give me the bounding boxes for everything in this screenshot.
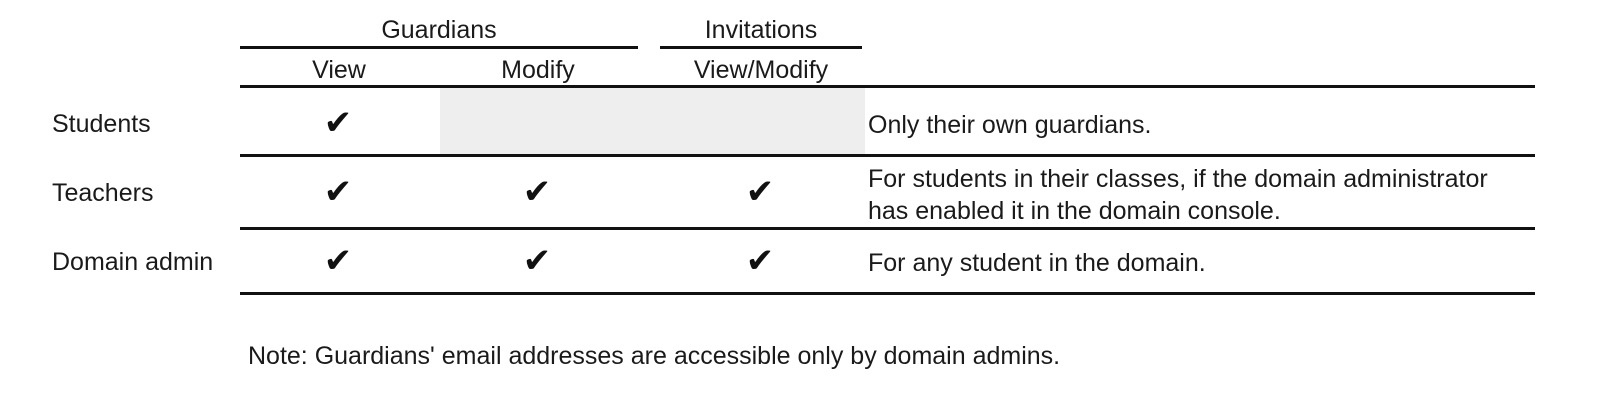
notes-teachers: For students in their classes, if the do… bbox=[868, 165, 1488, 225]
check-domain-admin-guardians-modify: ✔ bbox=[522, 241, 552, 281]
check-teachers-guardians-view: ✔ bbox=[323, 172, 353, 212]
table-footnote: Note: Guardians' email addresses are acc… bbox=[248, 342, 1061, 370]
header-bottom-rule bbox=[240, 85, 1535, 88]
column-header-guardians-view: View bbox=[312, 56, 366, 84]
check-students-guardians-view: ✔ bbox=[323, 103, 353, 143]
check-domain-admin-invitations-view-modify: ✔ bbox=[745, 241, 775, 281]
group-rule-guardians bbox=[240, 46, 638, 49]
check-teachers-guardians-modify: ✔ bbox=[522, 172, 552, 212]
column-group-guardians: Guardians bbox=[381, 16, 497, 44]
permissions-table: Guardians Invitations View Modify View/M… bbox=[52, 16, 1535, 295]
disabled-cell-students bbox=[440, 88, 865, 154]
row-rule-after-teachers bbox=[240, 227, 1535, 230]
row-label-teachers: Teachers bbox=[52, 179, 154, 207]
notes-domain-admin: For any student in the domain. bbox=[868, 249, 1206, 277]
check-teachers-invitations-view-modify: ✔ bbox=[745, 172, 775, 212]
check-domain-admin-guardians-view: ✔ bbox=[323, 241, 353, 281]
notes-students: Only their own guardians. bbox=[868, 111, 1152, 139]
column-group-invitations: Invitations bbox=[704, 16, 818, 44]
row-label-students: Students bbox=[52, 110, 151, 138]
row-label-domain-admin: Domain admin bbox=[52, 248, 214, 276]
group-rule-invitations bbox=[660, 46, 862, 49]
column-header-invitations-view-modify: View/Modify bbox=[693, 56, 829, 84]
row-rule-after-students bbox=[240, 154, 1535, 157]
column-header-guardians-modify: Modify bbox=[501, 56, 575, 84]
table-bottom-rule bbox=[240, 292, 1535, 295]
